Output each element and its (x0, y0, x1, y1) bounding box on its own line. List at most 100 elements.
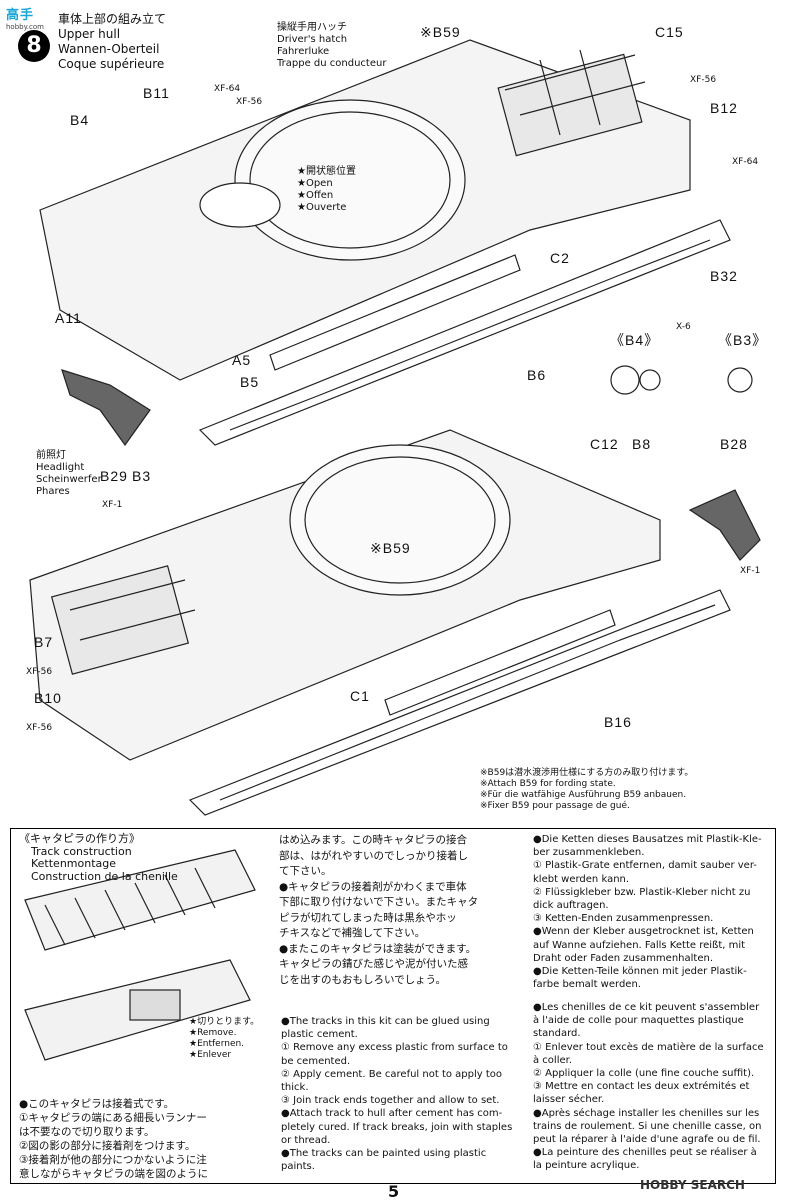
watermark-bottom: HOBBY SEARCH (640, 1178, 745, 1192)
open-note-fr: ★Ouverte (297, 202, 347, 213)
step-title-en: Upper hull (58, 27, 121, 41)
b4-detail-drawing (610, 365, 640, 395)
jp-mid-line: キャタピラの錆びた感じや泥が付いた感 (279, 958, 468, 970)
step-title-jp: 車体上部の組み立て (58, 12, 167, 26)
paint-xf1-b: XF-1 (740, 566, 761, 576)
fr-line: trains de roulement. Si une chenille cas… (533, 1120, 762, 1132)
page-number: 5 (388, 1182, 400, 1201)
de-line: ●Die Ketten-Teile können mit jeder Plast… (533, 966, 747, 978)
de-line: ●Wenn der Kleber ausgetrocknet ist, Kett… (533, 926, 754, 938)
hatch-note-de: Fahrerluke (277, 46, 330, 57)
remove-fr: ★Enlever (189, 1050, 232, 1060)
label-b10: B10 (34, 690, 62, 706)
part-c1-drawing (384, 609, 616, 716)
jp-mid-line: ●キャタピラの接着剤がかわくまで車体 (279, 880, 467, 893)
jp-left-line: 意しながらキャタピラの端を図のように (19, 1168, 208, 1180)
open-position-note: ★開状態位置 ★Open ★Offen ★Ouverte (297, 166, 356, 214)
track-links-drawing (24, 849, 256, 1061)
paint-xf1-a: XF-1 (102, 500, 123, 510)
paint-xf56-b: XF-56 (690, 75, 717, 85)
jp-left-line: は不要なので切り取ります。 (19, 1126, 155, 1138)
label-c1: C1 (350, 688, 370, 704)
turret-ring-bottom (289, 444, 511, 596)
b3-detail-drawing (727, 367, 753, 393)
jp-mid-line: 下部に取り付けないで下さい。またキャタ (279, 896, 479, 908)
part-c2-drawing (269, 254, 521, 371)
en-line: ●The tracks in this kit can be glued usi… (281, 1016, 490, 1027)
de-line: ber zusammenkleben. (533, 847, 645, 859)
track-text-de: ●Die Ketten dieses Bausatzes mit Plastik… (533, 833, 771, 991)
watermark-sub: hobby.com (6, 23, 44, 31)
paint-xf64-a: XF-64 (214, 84, 241, 94)
fr-line: standard. (533, 1028, 581, 1040)
jp-mid-line: じを出すのもおもしろいでしょう。 (279, 973, 447, 986)
step-number-badge: 8 (18, 30, 50, 62)
label-a5: A5 (232, 352, 252, 368)
en-line: or thread. (281, 1134, 331, 1146)
en-line: paints. (281, 1161, 315, 1173)
b59-note: ※B59は潜水渡渉用仕様にする方のみ取り付けます。 ※Attach B59 fo… (480, 768, 693, 812)
open-note-en: ★Open (297, 178, 333, 189)
jp-left-line: ②図の影の部分に接着剤をつけます。 (19, 1140, 196, 1152)
headlight-guard-drawing (61, 369, 151, 447)
remove-de: ★Entfernen. (189, 1039, 245, 1049)
track-panel-titles: 《キャタピラの作り方》 Track construction Kettenmon… (19, 832, 178, 883)
de-line: ●Die Ketten dieses Bausatzes mit Plastik… (533, 834, 762, 845)
jp-mid-line: チキスなどで補強して下さい。 (279, 927, 426, 939)
jp-left-line: ●このキャタピラは接着式です。 (19, 1098, 175, 1110)
part-b28-drawing (688, 489, 761, 561)
drivers-hatch-note: 操縦手用ハッチ Driver's hatch Fahrerluke Trappe… (277, 22, 386, 70)
label-b6: B6 (527, 367, 547, 383)
paint-xf56-d: XF-56 (26, 723, 53, 733)
track-title-en: Track construction (31, 844, 132, 858)
step-title-de: Wannen-Oberteil (58, 42, 160, 56)
watermark-logo: 高手 hobby.com (6, 4, 44, 31)
en-line: ●Attach track to hull after cement has c… (281, 1108, 503, 1120)
hatch-note-fr: Trappe du conducteur (277, 58, 387, 69)
label-b12: B12 (710, 100, 738, 116)
label-b4-detail: 《B4》 (610, 332, 660, 348)
track-title-fr: Construction de la chenille (31, 869, 178, 883)
b59-note-en: ※Attach B59 for fording state. (480, 779, 616, 789)
hatch-note-en: Driver's hatch (277, 34, 348, 45)
label-b32: B32 (710, 268, 738, 284)
jp-mid-line: ピラが切れてしまった時は黒糸やホッ (279, 911, 457, 924)
label-b11: B11 (143, 85, 170, 101)
track-text-en: ●The tracks in this kit can be glued usi… (281, 1015, 529, 1173)
label-b29: B29 (100, 468, 128, 484)
jp-mid-line: はめ込みます。この時キャタピラの接合 (279, 834, 467, 846)
de-line: Draht oder Faden zusammenhalten. (533, 952, 713, 964)
en-line: pletely cured. If track breaks, join wit… (281, 1121, 513, 1133)
open-note-de: ★Offen (297, 190, 334, 201)
fr-line: à l'aide de colle pour maquettes plastiq… (533, 1015, 744, 1027)
hatch-note-jp: 操縦手用ハッチ (277, 22, 347, 33)
label-c12: C12 (590, 436, 619, 452)
en-line: thick. (281, 1082, 309, 1094)
label-b7: B7 (34, 634, 54, 650)
de-line: auf Wanne aufziehen. Falls Kette reißt, … (533, 939, 746, 951)
step-titles: 車体上部の組み立て Upper hull Wannen-Oberteil Coq… (58, 12, 166, 72)
label-b5: B5 (240, 374, 260, 390)
fr-line: ① Enlever tout excès de matière de la su… (533, 1041, 764, 1053)
paint-xf56-c: XF-56 (26, 667, 53, 677)
jp-mid-line: て下さい。 (279, 865, 332, 877)
label-c15: C15 (655, 24, 684, 40)
label-b59-top: ※B59 (420, 24, 461, 40)
label-b28: B28 (720, 436, 748, 452)
de-line: farbe bemalt werden. (533, 979, 641, 991)
remove-en: ★Remove. (189, 1028, 237, 1038)
side-skirt-b32-drawing (198, 219, 731, 446)
fr-line: ●Les chenilles de ce kit peuvent s'assem… (533, 1002, 760, 1013)
headlight-note-en: Headlight (36, 462, 85, 473)
de-line: ② Flüssigkleber bzw. Plastik-Kleber nich… (533, 886, 751, 898)
fr-line: à coller. (533, 1054, 573, 1066)
de-line: ③ Ketten-Enden zusammenpressen. (533, 913, 714, 925)
label-b4: B4 (70, 112, 90, 128)
b59-note-fr: ※Fixer B59 pour passage de gué. (480, 801, 630, 811)
b59-note-de: ※Für die watfähige Ausführung B59 anbaue… (480, 790, 687, 800)
label-b59-bottom: ※B59 (370, 540, 411, 556)
en-line: ① Remove any excess plastic from surface… (281, 1042, 508, 1054)
jp-left-line: ③接着剤が他の部分につかないように注 (19, 1154, 207, 1166)
fr-line: peut la réparer à l'aide d'une agrafe ou… (533, 1134, 761, 1146)
jp-left-line: ①キャタピラの端にある細長いランナー (19, 1112, 207, 1124)
